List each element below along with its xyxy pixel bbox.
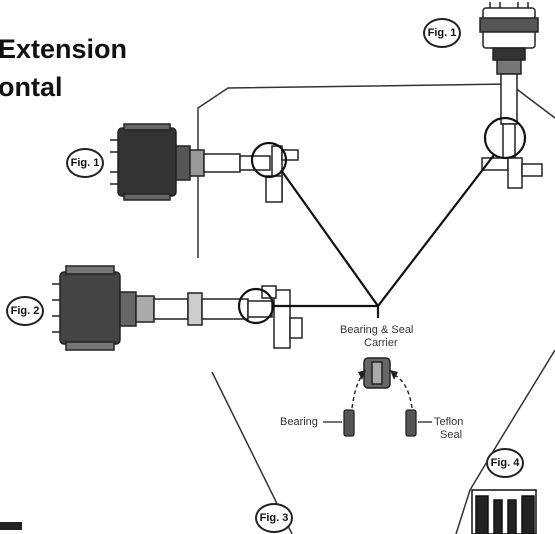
- horizontal-probe-fig2: [52, 265, 303, 351]
- leader-lines: [272, 154, 495, 318]
- teflon-label-line-1: Teflon: [434, 416, 464, 428]
- fig4-probe: [471, 489, 537, 534]
- fig3-badge: Fig. 3: [255, 503, 293, 533]
- fig1-top-badge: Fig. 1: [423, 18, 461, 48]
- fig2-badge: Fig. 2: [6, 296, 44, 326]
- teflon-label-line-2: Seal: [440, 429, 463, 441]
- arrow-head-left: [358, 370, 366, 380]
- fig1-left-badge: Fig. 1: [66, 148, 104, 178]
- vertical-probe: [479, 2, 543, 189]
- carrier-label-line-1: Bearing & Seal: [340, 324, 414, 336]
- bearing-part: [323, 409, 355, 437]
- corner-artifact: [0, 522, 22, 530]
- vertical-probe-detail-circle: [483, 116, 527, 160]
- teflon-seal-part: [405, 409, 432, 437]
- carrier-label-line-2: Carrier: [364, 337, 398, 349]
- horizontal-probe-fig1-detail-circle: [250, 141, 288, 179]
- arrow-head-right: [390, 370, 398, 380]
- title-line-2: ontal: [0, 72, 63, 102]
- horizontal-probe-fig1: [110, 123, 299, 203]
- bearing-label: Bearing: [280, 416, 318, 428]
- title-line-1: Extension: [0, 34, 128, 64]
- fig4-badge: Fig. 4: [486, 448, 524, 478]
- bearing-seal-carrier-part: [363, 357, 391, 389]
